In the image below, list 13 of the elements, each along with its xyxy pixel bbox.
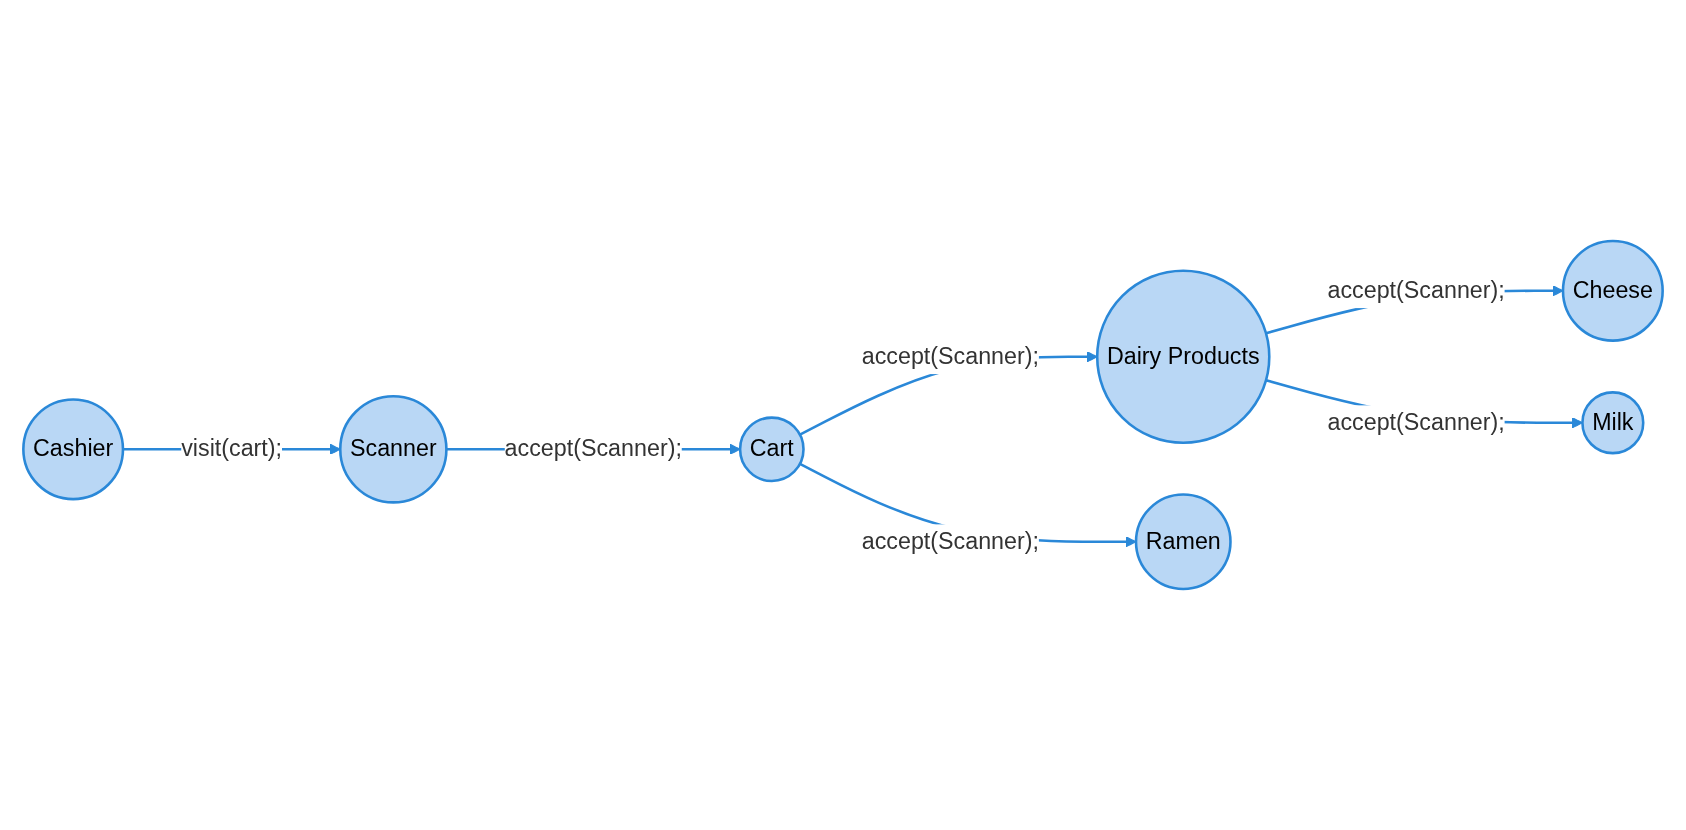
edge-label: accept(Scanner); bbox=[1327, 409, 1505, 436]
edge-label: accept(Scanner); bbox=[861, 528, 1039, 555]
node-circle: Cashier bbox=[22, 398, 125, 501]
node-circle: Ramen bbox=[1134, 493, 1232, 591]
node-circle: Milk bbox=[1581, 391, 1645, 455]
node-circle: Cheese bbox=[1561, 239, 1664, 342]
edge-label: visit(cart); bbox=[181, 435, 283, 462]
node-circle: Scanner bbox=[339, 394, 448, 504]
node-circle: Cart bbox=[738, 416, 805, 483]
edge-label: accept(Scanner); bbox=[861, 343, 1039, 370]
node-circle: Dairy Products bbox=[1095, 269, 1271, 445]
edge-label: accept(Scanner); bbox=[1327, 277, 1505, 304]
edge-label: accept(Scanner); bbox=[504, 435, 682, 462]
